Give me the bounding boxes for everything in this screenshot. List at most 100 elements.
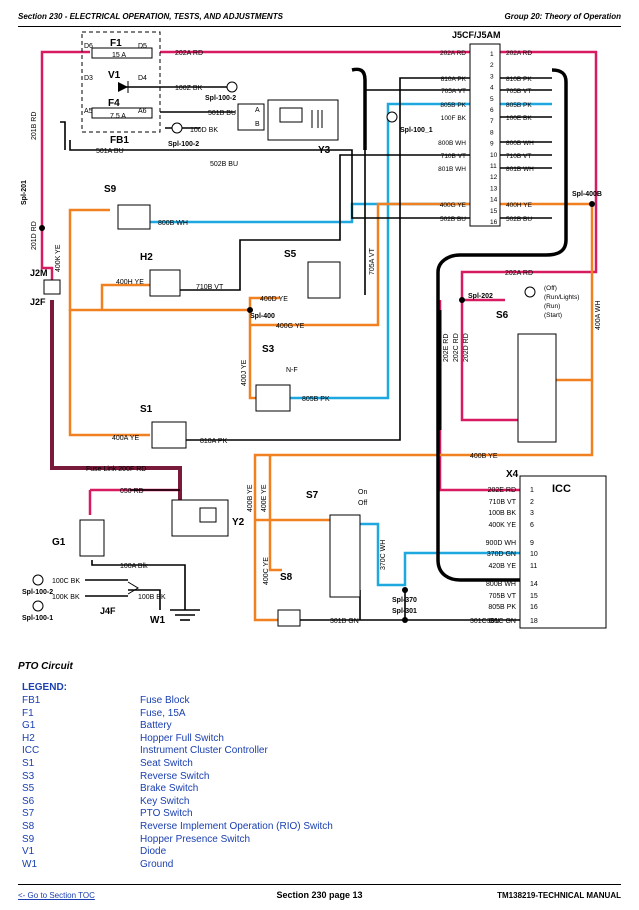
svg-text:400D YE: 400D YE (260, 296, 288, 303)
group-title: Group 20: Theory of Operation (504, 12, 621, 21)
wire-502b-bu (69, 140, 470, 219)
icc-pin-wire: 400K YE (488, 522, 516, 529)
ground-star-icon (386, 111, 398, 123)
toc-link[interactable]: <- Go to Section TOC (18, 891, 95, 900)
svg-text:400H YE: 400H YE (116, 279, 144, 286)
j5-pin-number: 5 (490, 96, 494, 103)
v1-label: V1 (108, 70, 121, 81)
svg-text:202D RD: 202D RD (463, 333, 470, 362)
legend-code: W1 (22, 858, 37, 870)
svg-text:S3: S3 (262, 344, 275, 355)
f1-label: F1 (110, 38, 122, 49)
svg-text:A6: A6 (138, 108, 147, 115)
icc-pin-wire: 900D WH (486, 540, 516, 547)
svg-text:S8: S8 (280, 572, 293, 583)
svg-text:G1: G1 (52, 537, 66, 548)
legend-item: H2 Hopper Full Switch (22, 732, 224, 746)
j5-pin-number: 12 (490, 174, 498, 181)
legend-code: F1 (22, 707, 34, 719)
svg-text:Spl-202: Spl-202 (468, 293, 493, 300)
j5-right-wire: 710B VT (506, 153, 531, 160)
svg-text:400A YE: 400A YE (112, 435, 139, 442)
j5-left-wire: 801B WH (438, 166, 466, 173)
svg-text:Spl-370: Spl-370 (392, 597, 417, 604)
svg-text:S9: S9 (104, 184, 117, 195)
legend-desc: Fuse Block (140, 695, 190, 706)
s7-pto-switch (329, 514, 361, 598)
svg-text:Spl-400B: Spl-400B (572, 191, 602, 198)
j5-left-wire: 502B BU (440, 216, 466, 223)
legend-code: H2 (22, 732, 35, 744)
j5-left-wire: 400G YE (440, 202, 467, 209)
svg-text:Spl-100_1: Spl-100_1 (400, 127, 433, 134)
icc-pin-number: 18 (530, 618, 538, 625)
j5-pin-number: 11 (490, 163, 497, 170)
page-footer: <- Go to Section TOC Section 230 page 13… (18, 884, 621, 905)
j5-right-wire: 705B VT (506, 88, 531, 95)
j5-pin-number: 13 (490, 185, 498, 192)
legend-code: S8 (22, 820, 35, 832)
svg-text:100A Blk: 100A Blk (120, 563, 148, 570)
icc-pin-number: 16 (530, 604, 538, 611)
svg-text:805B PK: 805B PK (302, 396, 330, 403)
legend-code: S1 (22, 757, 35, 769)
svg-text:X4: X4 (506, 469, 519, 480)
svg-text:W1: W1 (150, 615, 165, 626)
svg-text:202C RD: 202C RD (453, 333, 460, 362)
icc-pin-wire: 705B VT (489, 593, 517, 600)
svg-text:400J YE: 400J YE (241, 359, 248, 386)
legend-desc: Ground (140, 858, 174, 870)
legend-desc: Hopper Full Switch (140, 732, 224, 744)
wire-400a-wh (555, 204, 594, 382)
legend-code: S6 (22, 795, 35, 807)
icc-pin-wire: 800B WH (486, 581, 516, 588)
svg-text:400B YE: 400B YE (247, 484, 254, 512)
legend-item: W1 Ground (22, 858, 173, 872)
j5-right-wire: 810B PK (506, 76, 532, 83)
svg-text:705A VT: 705A VT (369, 247, 376, 275)
svg-text:370C WH: 370C WH (380, 540, 387, 570)
wire-202e (438, 300, 520, 492)
wire-400b-ye (253, 380, 594, 622)
legend-code: S5 (22, 783, 35, 795)
icc-pin-number: 11 (530, 563, 537, 570)
svg-text:100D BK: 100D BK (190, 127, 218, 134)
icc-pin-number: 14 (530, 581, 538, 588)
s6-position-label: (Start) (544, 312, 562, 319)
page-number: Section 230 page 13 (276, 890, 363, 900)
legend-desc: Battery (140, 720, 172, 732)
svg-text:301C GN: 301C GN (470, 618, 499, 625)
h2-switch (149, 269, 181, 297)
legend-title: LEGEND: (22, 682, 67, 693)
j5-pin-number: 7 (490, 118, 494, 125)
svg-text:S6: S6 (496, 310, 509, 321)
svg-text:400B YE: 400B YE (470, 453, 498, 460)
svg-text:501A BU: 501A BU (96, 148, 124, 155)
legend-code: S3 (22, 770, 35, 782)
s6-position-label: (Run) (544, 303, 560, 310)
wire-400j (248, 325, 258, 400)
diagram-caption: PTO Circuit (18, 661, 73, 672)
ground-star-icon (171, 122, 183, 134)
y3-label: Y3 (318, 145, 331, 156)
svg-text:Spl-400: Spl-400 (250, 313, 275, 320)
svg-text:15 A: 15 A (112, 52, 126, 59)
j5-left-wire: 202A RD (440, 50, 466, 57)
svg-text:D4: D4 (138, 75, 147, 82)
svg-text:201B RD: 201B RD (31, 112, 38, 140)
wire-202a-rd (40, 50, 90, 228)
s6-position-label: (Off) (544, 285, 557, 292)
svg-text:Off: Off (358, 500, 367, 507)
j5-left-wire: 705A VT (441, 88, 466, 95)
icc-pin-wire: 370D GN (487, 551, 516, 558)
wire-400k-ye (68, 208, 252, 325)
wire-400h-ye (100, 283, 150, 310)
svg-text:Spl-201: Spl-201 (21, 180, 28, 205)
j5-pin-number: 4 (490, 85, 494, 92)
